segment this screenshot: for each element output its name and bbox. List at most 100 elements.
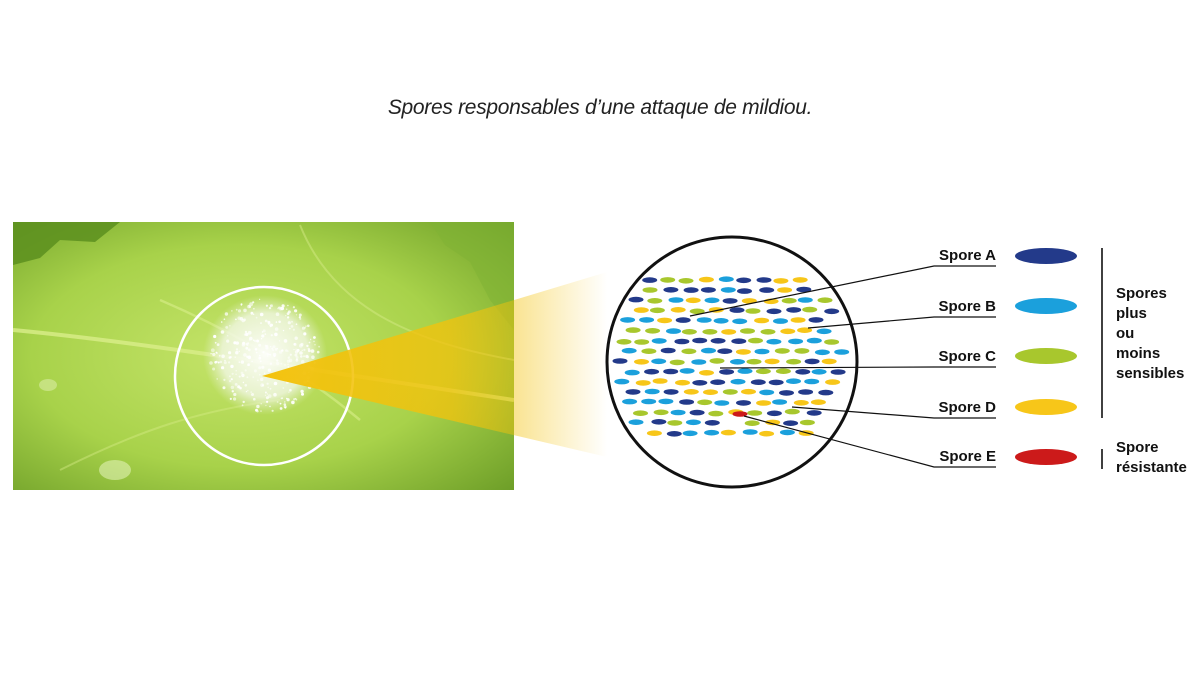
spore — [766, 410, 782, 417]
spore — [740, 328, 755, 334]
spore — [681, 348, 697, 355]
spore — [708, 410, 724, 417]
spore — [736, 277, 752, 284]
spore — [622, 398, 638, 405]
spore — [777, 287, 793, 293]
spore — [681, 329, 697, 335]
spore — [646, 430, 662, 437]
spore — [642, 277, 658, 283]
spore — [780, 328, 796, 335]
spore — [702, 329, 718, 335]
spore — [666, 328, 681, 334]
legend-label-d: Spore D — [938, 399, 996, 416]
group-sensitive-line-3: ou — [1116, 325, 1134, 342]
spore — [649, 307, 665, 314]
leader-lines — [689, 265, 996, 468]
spore — [796, 286, 812, 293]
spore — [754, 317, 770, 324]
spore — [745, 308, 761, 314]
spore — [624, 369, 640, 376]
spore — [814, 349, 830, 356]
spore — [730, 378, 746, 385]
spore — [817, 297, 833, 304]
spore — [759, 389, 775, 396]
spore — [628, 296, 644, 303]
spore — [729, 307, 745, 313]
spore — [691, 359, 707, 365]
spore — [651, 358, 667, 365]
zoom-beam — [262, 272, 607, 457]
spore — [692, 337, 708, 344]
spore — [722, 389, 738, 395]
legend-swatch-a — [1015, 248, 1077, 264]
spore — [773, 318, 788, 324]
spore — [797, 297, 813, 303]
spore — [781, 297, 797, 304]
group-resistant-line-2: résistante — [1116, 459, 1187, 476]
spore — [704, 420, 720, 426]
spore — [742, 429, 758, 435]
spore — [698, 276, 714, 283]
spore — [774, 348, 790, 354]
spore — [830, 369, 846, 375]
spore — [639, 317, 655, 323]
spore — [674, 338, 690, 345]
spore — [779, 390, 794, 396]
spore — [679, 399, 695, 405]
spore — [720, 287, 736, 293]
spore — [612, 358, 628, 364]
spore — [620, 317, 636, 323]
spore — [818, 389, 834, 396]
spore — [621, 347, 637, 354]
spore — [718, 276, 734, 283]
spore — [793, 400, 809, 406]
spore — [651, 419, 667, 425]
legend-swatch-d — [1015, 399, 1077, 415]
legend-label-a: Spore A — [939, 247, 996, 264]
spore — [747, 410, 763, 416]
spore — [834, 349, 850, 355]
spore — [634, 339, 650, 345]
spore — [790, 317, 806, 323]
spore — [682, 430, 698, 437]
leader-line-e — [743, 415, 996, 468]
group-sensitive-line-5: sensibles — [1116, 365, 1184, 382]
spore — [666, 431, 682, 437]
spore — [721, 329, 737, 335]
spore — [660, 277, 676, 283]
spore — [697, 399, 713, 406]
spore-field — [612, 276, 850, 437]
spore — [669, 359, 685, 366]
legend-label-e: Spore E — [939, 448, 996, 465]
spore — [759, 430, 775, 437]
resistant-spore — [732, 411, 748, 417]
spore — [784, 408, 800, 415]
spore — [732, 318, 748, 325]
spore — [824, 339, 840, 345]
spore — [808, 317, 824, 323]
spore — [816, 328, 832, 335]
spore — [786, 378, 801, 385]
spore — [719, 369, 735, 375]
spore — [766, 308, 782, 315]
spore — [806, 410, 822, 416]
legend-label-b: Spore B — [938, 298, 996, 315]
spore — [765, 419, 781, 426]
figure-caption: Spores responsables d’une attaque de mil… — [387, 96, 813, 119]
spore — [773, 278, 789, 284]
spore — [797, 327, 813, 334]
spore — [824, 308, 840, 315]
spore — [741, 388, 756, 395]
spore — [722, 298, 738, 304]
spore — [663, 287, 679, 293]
spore — [699, 370, 714, 376]
spore — [779, 429, 795, 436]
group-sensitive-line-1: Spores — [1116, 285, 1167, 302]
spore — [675, 379, 690, 386]
spore — [768, 379, 784, 386]
legend-label-c: Spore C — [938, 348, 996, 365]
spore — [670, 307, 686, 313]
spore — [689, 308, 705, 315]
spore — [644, 388, 660, 395]
spore — [713, 318, 729, 324]
